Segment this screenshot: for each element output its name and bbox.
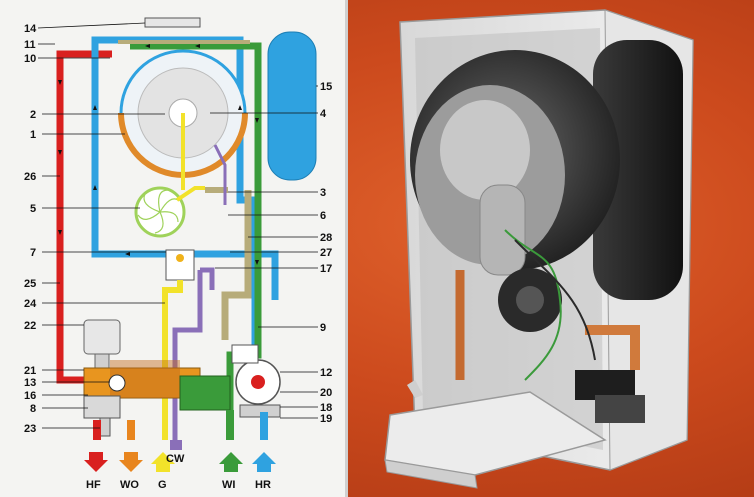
- diverter-photo: [595, 395, 645, 423]
- expansion-vessel-photo: [593, 40, 683, 300]
- yellow-up-arrow-icon: [151, 452, 175, 472]
- green-up-arrow-icon: [219, 452, 243, 472]
- gas-pipe: [162, 280, 183, 440]
- label-2: 2: [30, 109, 36, 121]
- label-18: 18: [320, 402, 332, 414]
- hr-stub: [260, 412, 268, 440]
- blue-up-arrow-icon: [252, 452, 276, 472]
- connection-label-cw: CW: [166, 453, 185, 465]
- label-13: 13: [24, 377, 36, 389]
- label-26: 26: [24, 171, 36, 183]
- wiring: [504, 229, 562, 381]
- leader-lines: [37, 22, 318, 429]
- label-9: 9: [320, 322, 326, 334]
- label-25: 25: [24, 278, 36, 290]
- pump-hub: [516, 286, 544, 314]
- label-28: 28: [320, 232, 332, 244]
- air-vent: [83, 319, 121, 355]
- connection-label-hr: HR: [255, 479, 271, 491]
- connection-hr: HR: [252, 452, 276, 491]
- label-6: 6: [320, 210, 326, 222]
- red-down-arrow-icon: [84, 452, 108, 472]
- copper-pipe-right: [585, 325, 640, 370]
- air-vent-base: [94, 353, 110, 369]
- connection-label-hf: HF: [86, 479, 101, 491]
- drain-valve: [99, 417, 111, 437]
- fan-duct: [479, 184, 526, 276]
- gas-mixer-pipe: [175, 186, 205, 202]
- pump-head: [231, 344, 259, 364]
- condensate-pipe: [172, 270, 203, 440]
- filling-tap: [83, 395, 121, 419]
- hf-stub: [93, 420, 101, 440]
- flow-pipe: [56, 50, 112, 384]
- label-20: 20: [320, 387, 332, 399]
- burner-cover: [440, 100, 530, 200]
- label-15: 15: [320, 81, 332, 93]
- label-19: 19: [320, 413, 332, 425]
- connection-label-wo: WO: [120, 479, 139, 491]
- condensate-bend: [200, 267, 215, 290]
- return-pipe: [91, 36, 279, 300]
- label-7: 7: [30, 247, 36, 259]
- flow-arrows: [58, 44, 259, 265]
- label-1: 1: [30, 129, 36, 141]
- schematic-panel: 14 11 10 2 1 26 5 7 25 24 22 21 13 16 8 …: [0, 0, 348, 497]
- label-27: 27: [320, 247, 332, 259]
- label-23: 23: [24, 423, 36, 435]
- connection-cw: CW: [166, 440, 185, 465]
- label-22: 22: [24, 320, 36, 332]
- connection-hf: HF: [84, 452, 108, 491]
- gas-valve-knob: [176, 254, 184, 262]
- connection-label-wi: WI: [222, 479, 235, 491]
- domestic-water-block: [179, 375, 231, 411]
- expansion-vessel: [267, 31, 317, 181]
- connection-label-g: G: [158, 479, 167, 491]
- wi-stub: [226, 410, 234, 440]
- top-connector: [144, 17, 201, 28]
- wo-stub: [127, 420, 135, 440]
- control-panel: [384, 391, 607, 476]
- fan-blades: [137, 189, 179, 234]
- label-17: 17: [320, 263, 332, 275]
- connection-g: G: [151, 452, 175, 491]
- control-panel-front: [384, 459, 478, 489]
- label-5: 5: [30, 203, 36, 215]
- label-11: 11: [24, 39, 36, 51]
- connection-wo: WO: [119, 452, 143, 491]
- label-4: 4: [320, 108, 327, 120]
- wiring-black: [514, 239, 596, 361]
- boiler-schematic: 14 11 10 2 1 26 5 7 25 24 22 21 13 16 8 …: [24, 17, 332, 491]
- boiler-photo: [384, 9, 694, 489]
- label-12: 12: [320, 367, 332, 379]
- label-10: 10: [24, 53, 36, 65]
- label-24: 24: [24, 298, 37, 310]
- bottom-bracket: [407, 380, 423, 398]
- label-3: 3: [320, 187, 326, 199]
- label-16: 16: [24, 390, 36, 402]
- condensate-trap-line: [213, 144, 227, 205]
- pump-indicator: [251, 375, 265, 389]
- flue-duct: [221, 190, 252, 340]
- purple-block-icon: [170, 440, 182, 450]
- label-14: 14: [24, 23, 37, 35]
- connection-wi: WI: [219, 452, 243, 491]
- label-8: 8: [30, 403, 36, 415]
- pressure-gauge: [108, 374, 126, 392]
- orange-down-arrow-icon: [119, 452, 143, 472]
- label-21: 21: [24, 365, 36, 377]
